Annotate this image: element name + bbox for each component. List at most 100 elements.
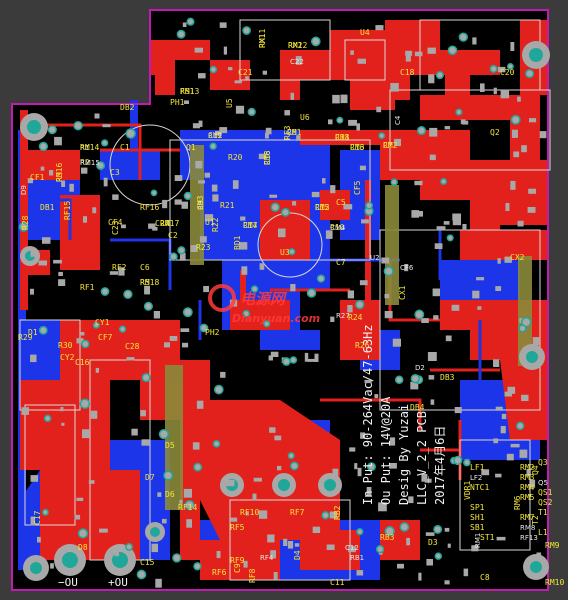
via (247, 107, 256, 117)
smd-pad (472, 290, 480, 299)
smd-pad (343, 204, 353, 210)
smd-pad (258, 153, 266, 160)
smd-pad (49, 170, 54, 176)
smd-pad (493, 359, 500, 367)
smd-pad (432, 288, 440, 297)
smd-pad (118, 267, 125, 276)
smd-pad (50, 563, 54, 569)
via (390, 178, 398, 186)
via (96, 161, 106, 171)
smd-pad (452, 213, 461, 221)
via (410, 373, 420, 384)
designator-c27: C27 (155, 219, 170, 228)
designator-bd1: BD1 (233, 235, 242, 250)
smd-pad (204, 214, 214, 222)
smd-pad (69, 183, 74, 192)
smd-pad (241, 266, 248, 275)
via (356, 528, 364, 536)
designator-rm1: RM1 (474, 533, 482, 548)
smd-pad (245, 512, 249, 516)
smd-pad (273, 572, 278, 580)
smd-pad (240, 216, 246, 221)
smd-pad (480, 83, 485, 92)
smd-pad (332, 94, 340, 104)
smd-pad (519, 449, 528, 458)
designator-lf2: LF2 (470, 474, 482, 482)
via (489, 64, 498, 73)
smd-pad (427, 47, 436, 54)
via (41, 508, 49, 516)
smd-pad (259, 263, 265, 270)
designator-d9: D9 (20, 185, 28, 195)
smd-pad (493, 438, 499, 444)
smd-pad (495, 473, 502, 478)
smd-pad (462, 120, 469, 125)
smd-pad (114, 547, 119, 557)
smd-pad (314, 353, 319, 362)
watermark-en: Dianyuan.com (232, 312, 320, 325)
smd-pad (162, 518, 167, 524)
smd-pad (53, 259, 62, 264)
smd-pad (199, 236, 207, 243)
info-designer: Desig By Yuzai (397, 404, 411, 505)
designator-qs2: QS2 (538, 498, 553, 507)
smd-pad (295, 56, 302, 65)
designator-r30: R30 (58, 341, 73, 350)
smd-pad (30, 475, 39, 482)
via (176, 29, 186, 39)
smd-pad (444, 580, 450, 585)
smd-pad (262, 70, 267, 75)
smd-pad (376, 106, 382, 113)
smd-pad (447, 543, 451, 548)
via (336, 116, 344, 124)
designator-r9: R9 (197, 201, 205, 210)
smd-pad (290, 92, 294, 100)
smd-pad (328, 119, 333, 125)
smd-pad (510, 180, 516, 190)
via (289, 356, 298, 364)
designator-q3: Q3 (538, 458, 548, 467)
smd-pad (198, 120, 203, 127)
designator-d6: D6 (165, 490, 175, 499)
mounting-hole-top-left (20, 113, 48, 141)
smd-pad (278, 228, 286, 238)
smd-pad (444, 527, 450, 532)
designator-rm16: RM16 (55, 163, 64, 182)
smd-pad (131, 428, 138, 436)
smd-pad (329, 511, 337, 519)
smd-pad (183, 100, 189, 104)
smd-pad (493, 87, 497, 95)
smd-pad (30, 516, 35, 526)
via (463, 458, 471, 467)
designator-r19: R19 (208, 132, 222, 140)
smd-pad (284, 110, 290, 116)
via (263, 320, 271, 328)
smd-pad (192, 123, 201, 129)
smd-pad (144, 285, 150, 295)
designator-d8: D8 (78, 543, 88, 552)
designator-r4: R4 (160, 219, 170, 228)
output-terminal-neg (54, 544, 86, 576)
smd-pad (182, 342, 189, 348)
smd-pad (359, 165, 366, 171)
via (367, 462, 376, 472)
smd-pad (527, 207, 536, 213)
designator-cm5: CM5 (315, 203, 330, 212)
via (184, 499, 195, 511)
smd-pad (350, 50, 354, 55)
smd-pad (472, 37, 477, 45)
smd-pad (374, 394, 379, 399)
smd-pad (375, 25, 384, 31)
mounting-hole-bottom-left (23, 555, 49, 581)
smd-pad (526, 468, 531, 476)
smd-pad (198, 180, 205, 184)
smd-pad (270, 351, 279, 357)
output-terminal-pos (104, 544, 136, 576)
via (281, 207, 290, 217)
smd-pad (404, 264, 409, 272)
designator-rm13: RM13 (180, 87, 199, 96)
smd-pad (427, 352, 437, 361)
smd-pad (443, 221, 450, 225)
smd-pad (436, 226, 446, 231)
